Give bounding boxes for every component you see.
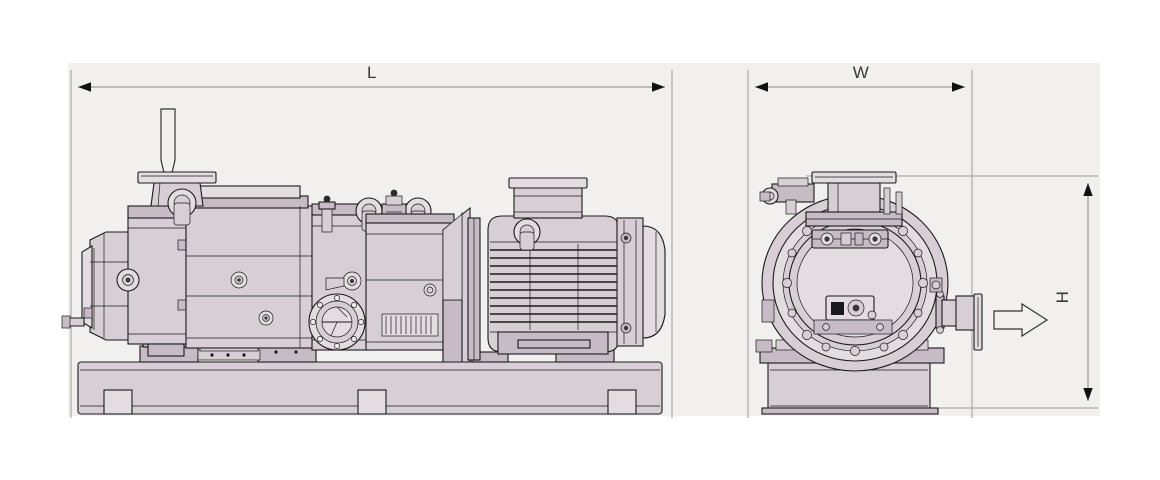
motor-fan-cover <box>616 217 666 347</box>
motor-terminal-box <box>508 177 588 219</box>
screw-rotor-casing <box>185 185 315 349</box>
end-side-ancillary <box>755 177 815 353</box>
electric-motor <box>487 215 620 355</box>
coupling-guard <box>442 206 481 363</box>
dimension-W: W <box>747 63 973 418</box>
gearbox-housing <box>116 205 189 357</box>
discharge-flange <box>929 277 983 351</box>
vent-grille <box>381 313 439 337</box>
dimension-label-L: L <box>367 63 377 82</box>
dimension-L: L <box>70 63 673 418</box>
end-instrument-rail <box>811 229 889 249</box>
end-view <box>755 171 1049 415</box>
baseplate-skid <box>77 361 663 415</box>
side-view <box>61 108 666 415</box>
motor-lifting-eye <box>513 218 541 251</box>
drive-end-housing <box>61 231 133 341</box>
coupling-flange <box>308 203 369 351</box>
end-top-inlet-flange <box>805 171 903 227</box>
valve-stack <box>318 195 336 233</box>
dimension-label-H: H <box>1053 291 1072 304</box>
outlet-flow-arrow <box>993 302 1049 338</box>
motor-cooling-fins <box>490 249 617 323</box>
lifting-eye-front <box>167 188 197 226</box>
dimension-label-W: W <box>853 63 870 82</box>
end-gauge-block <box>813 295 893 335</box>
end-baseplate-skid <box>761 361 939 415</box>
